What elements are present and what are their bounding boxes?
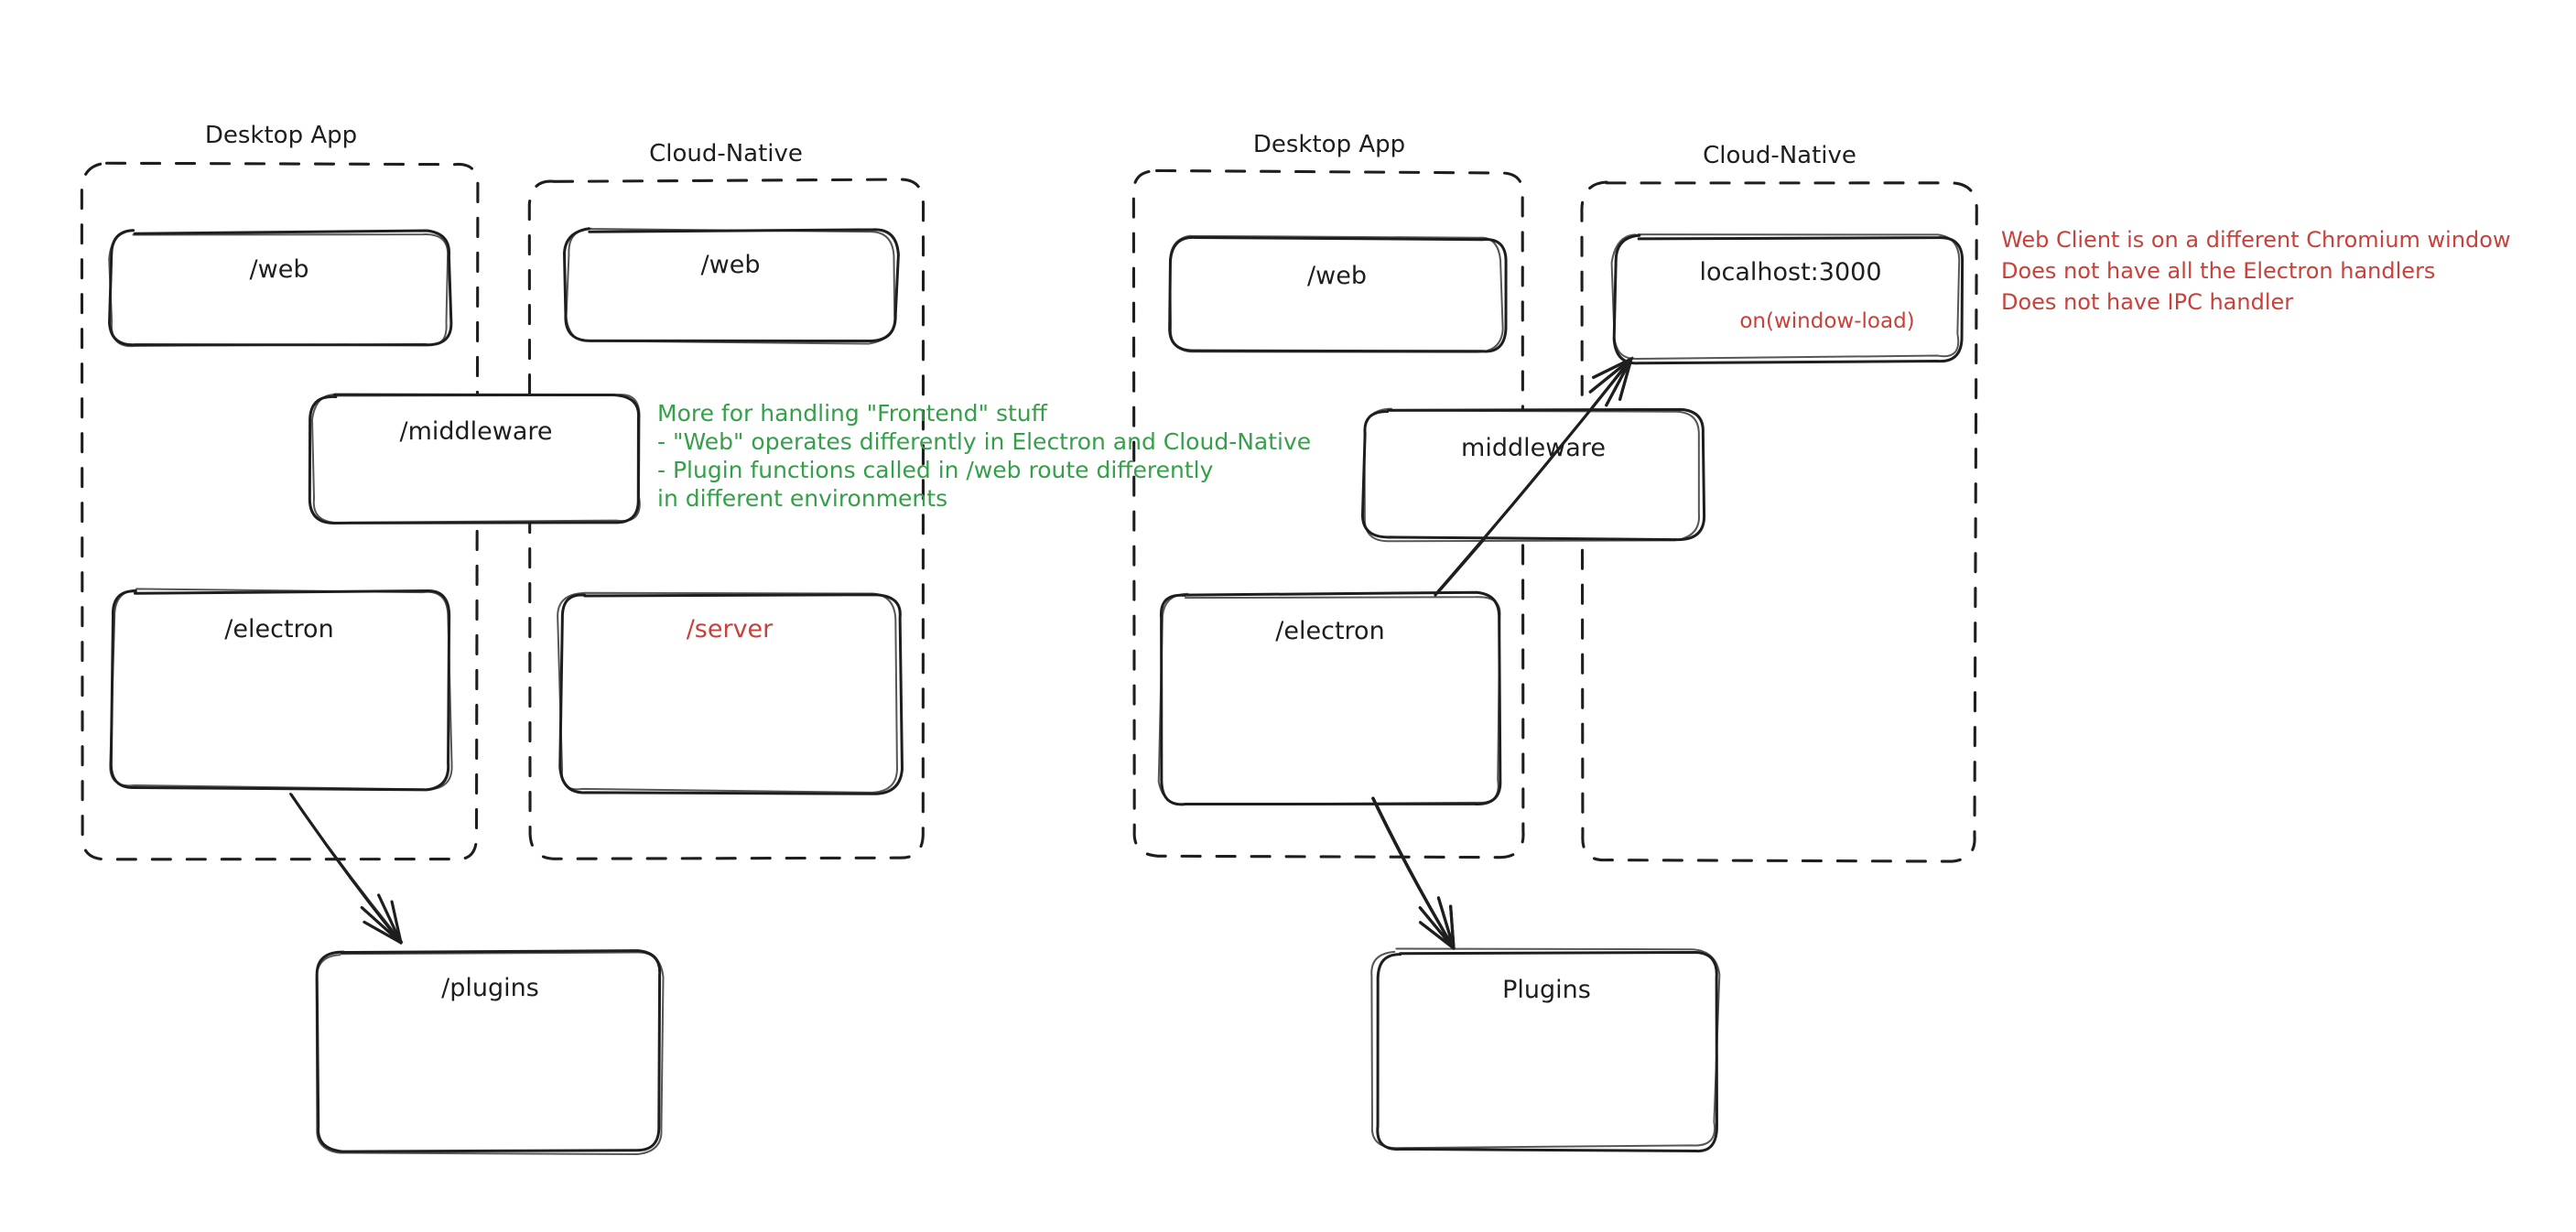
node-box-outline-sketch	[108, 229, 449, 348]
arrow-shaft	[1371, 796, 1456, 950]
node-box-right-3[interactable]: /electron	[1157, 590, 1502, 806]
group-label: Desktop App	[205, 122, 357, 149]
group-container-left-0: Desktop App	[80, 122, 480, 861]
group-label: Cloud-Native	[1703, 142, 1856, 169]
group-dashed-border	[527, 178, 925, 860]
green-annotation-line: - Plugin functions called in /web route …	[657, 457, 1214, 483]
node-box-label: middleware	[1461, 434, 1606, 462]
node-box-outline-sketch	[557, 591, 898, 794]
node-box-label: /web	[250, 255, 309, 284]
node-box-label: /electron	[224, 615, 333, 643]
node-box-outline	[308, 393, 640, 524]
node-box-label: /server	[687, 615, 774, 643]
node-box-left-1[interactable]: /web	[562, 227, 900, 345]
arrow-shaft-sketch	[1370, 797, 1455, 949]
node-box-right-2[interactable]: middleware	[1360, 407, 1706, 543]
group-dashed-border	[1580, 180, 1978, 863]
node-box-outline-sketch	[109, 588, 453, 791]
node-box-right-0[interactable]: /web	[1168, 234, 1508, 353]
node-box-label: Plugins	[1502, 976, 1591, 1004]
node-box-outline-sketch	[1610, 233, 1961, 360]
node-box-outline	[1612, 233, 1964, 365]
node-box-left-2[interactable]: /middleware	[308, 393, 641, 524]
node-box-outline-sketch	[1169, 234, 1504, 353]
group-label: Cloud-Native	[649, 140, 803, 168]
group-container-right-0: Desktop App	[1131, 131, 1525, 859]
node-box-outline-sketch	[311, 394, 641, 524]
arrow-head	[1588, 357, 1633, 407]
group-container-right-1: Cloud-Native	[1580, 142, 1978, 863]
node-box-right-4[interactable]: Plugins	[1370, 947, 1721, 1153]
red-annotation-line: Does not have IPC handler	[2001, 289, 2293, 315]
node-box-label: /plugins	[441, 974, 539, 1002]
node-box-outline	[1376, 950, 1718, 1153]
node-box-outline	[1360, 407, 1706, 542]
node-box-left-0[interactable]: /web	[108, 229, 453, 348]
node-box-outline-sketch	[565, 227, 896, 345]
node-box-outline-sketch	[315, 951, 665, 1155]
arrow-electron-to-localhost	[1434, 356, 1634, 597]
node-box-outline-sketch	[1157, 592, 1501, 806]
node-box-outline-sketch	[1363, 407, 1700, 543]
arrow-shaft-sketch	[1434, 356, 1634, 595]
group-label: Desktop App	[1253, 131, 1405, 158]
node-box-outline	[1168, 235, 1508, 353]
node-box-label: localhost:3000	[1699, 258, 1881, 286]
red-annotation-line: Web Client is on a different Chromium wi…	[2001, 227, 2511, 253]
red-annotation: Web Client is on a different Chromium wi…	[2001, 227, 2511, 315]
node-box-left-3[interactable]: /electron	[109, 588, 453, 792]
node-box-right-1[interactable]: localhost:3000 on(window-load)	[1610, 233, 1964, 365]
arrow-electron-to-plugins	[289, 793, 404, 945]
node-box-label: /middleware	[399, 417, 552, 446]
node-box-outline	[108, 229, 453, 347]
arrow-electron-to-plugins	[1370, 796, 1456, 950]
red-annotation-line: Does not have all the Electron handlers	[2001, 258, 2435, 284]
green-annotation: More for handling "Frontend" stuff- "Web…	[657, 400, 1311, 512]
node-box-label: /web	[1307, 262, 1367, 290]
green-annotation-line: in different environments	[657, 485, 947, 512]
arrow-shaft-sketch	[289, 793, 404, 944]
arrow-head	[1418, 896, 1456, 950]
group-container-left-1: Cloud-Native	[527, 140, 925, 860]
arrow-head	[360, 893, 403, 945]
node-box-outline	[562, 227, 900, 343]
node-box-sublabel: on(window-load)	[1739, 309, 1914, 333]
node-box-outline	[558, 593, 904, 795]
node-box-left-5[interactable]: /plugins	[315, 949, 665, 1155]
node-box-label: /web	[701, 251, 761, 279]
node-box-label: /electron	[1275, 617, 1384, 645]
green-annotation-line: - "Web" operates differently in Electron…	[657, 428, 1311, 455]
group-dashed-border	[1131, 168, 1525, 859]
green-annotation-line: More for handling "Frontend" stuff	[657, 400, 1048, 427]
node-box-outline-sketch	[1370, 947, 1721, 1150]
node-box-left-4[interactable]: /server	[557, 591, 904, 795]
